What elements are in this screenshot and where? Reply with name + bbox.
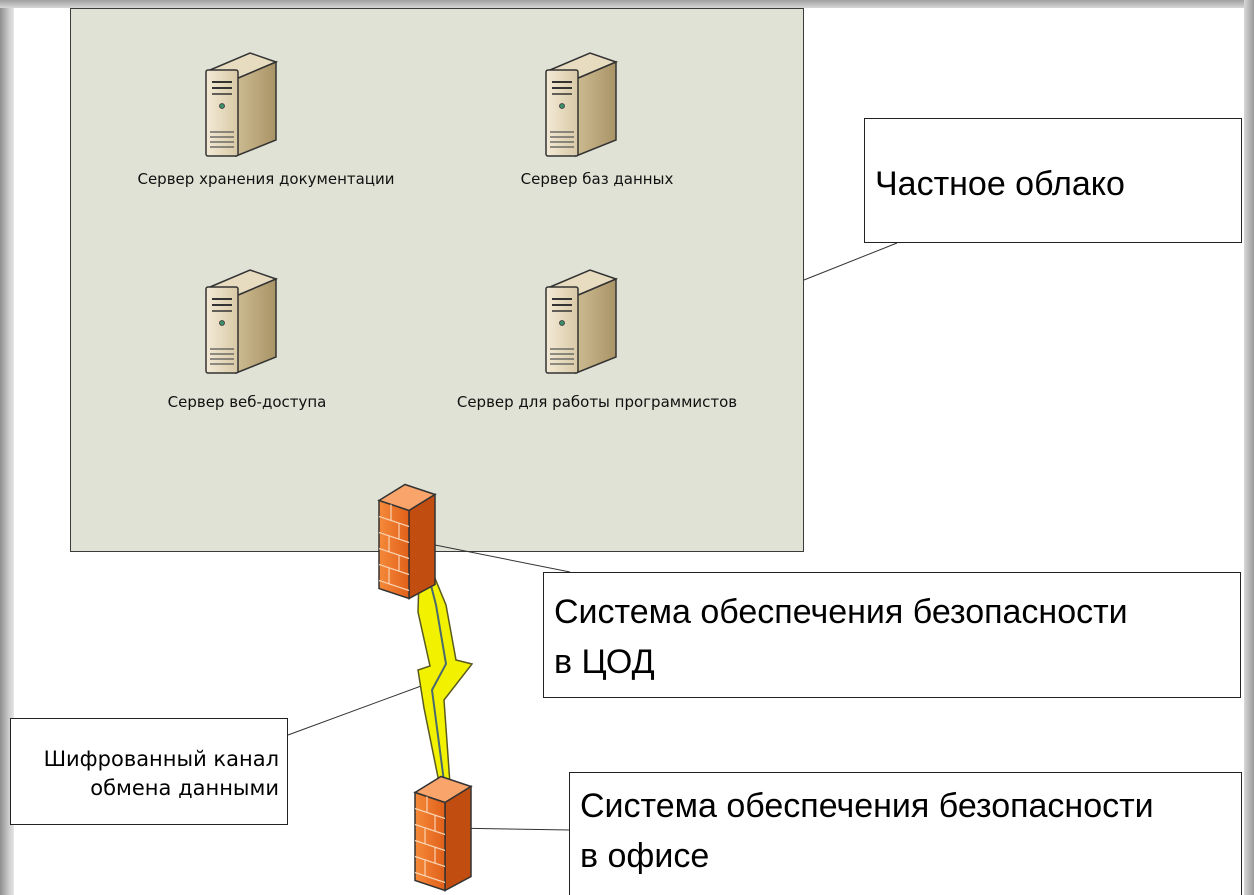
office-firewall-icon — [413, 770, 493, 895]
encrypted-channel-callout: Шифрованный канал обмена данными — [10, 718, 288, 825]
private-cloud-zone — [70, 8, 804, 552]
web-access-server-label: Сервер веб-доступа — [167, 393, 327, 411]
encrypted-channel-text-line1: Шифрованный канал — [43, 747, 279, 771]
dc-security-leader-line — [424, 542, 571, 573]
datacenter-security-text-line1: Система обеспечения безопасности — [554, 593, 1128, 631]
private-cloud-callout: Частное облако — [864, 118, 1242, 243]
developer-server-label: Сервер для работы программистов — [456, 393, 738, 411]
window-frame-right — [1244, 0, 1254, 895]
office-security-text-line1: Система обеспечения безопасности — [580, 787, 1154, 825]
channel-leader-line — [287, 681, 433, 736]
datacenter-security-text-line2: в ЦОД — [554, 643, 655, 681]
datacenter-firewall-icon — [377, 478, 457, 603]
database-server-label: Сервер баз данных — [520, 170, 674, 188]
window-frame-left — [0, 0, 14, 895]
document-storage-server-label: Сервер хранения документации — [137, 170, 395, 188]
encrypted-channel-text-line2: обмена данными — [90, 776, 279, 800]
office-security-text-line2: в офисе — [580, 837, 710, 875]
datacenter-security-callout: Система обеспечения безопасности в ЦОД — [543, 572, 1241, 698]
window-frame-top — [0, 0, 1254, 8]
private-cloud-leader-line — [803, 242, 898, 281]
office-security-callout: Система обеспечения безопасности в офисе — [569, 772, 1242, 895]
private-cloud-text: Частное облако — [875, 165, 1125, 203]
